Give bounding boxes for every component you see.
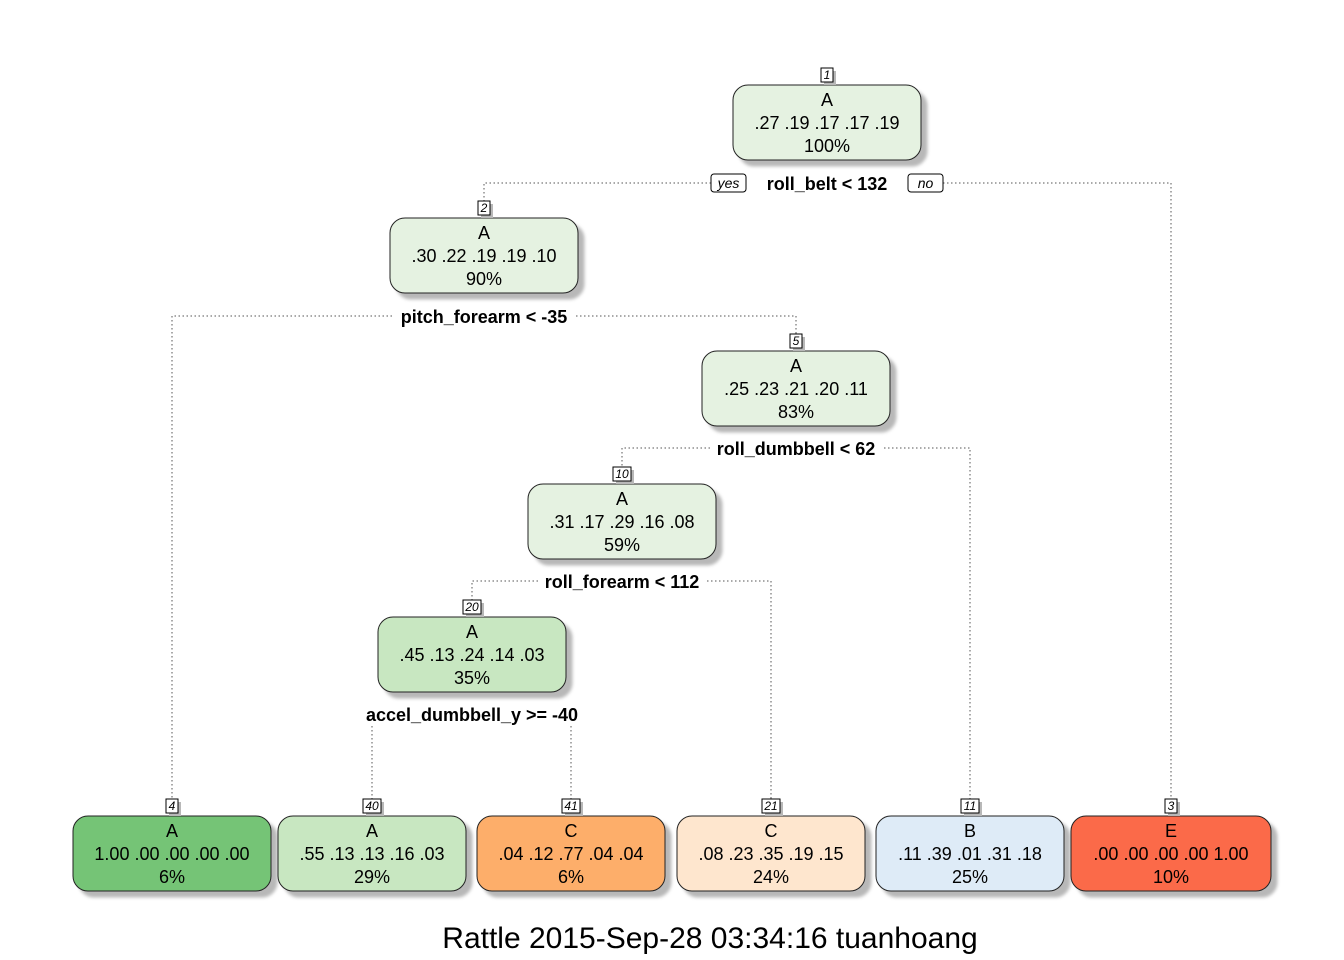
branch-yes-marker: yes [710, 173, 747, 193]
node-id-label: 10 [615, 467, 629, 481]
node-percent: 90% [466, 269, 502, 289]
node-id-tag: 20 [462, 599, 484, 617]
node-class-label: A [166, 821, 178, 841]
tree-node-2: 2A .30 .22 .19 .19 .10 90% [389, 200, 579, 294]
node-percent: 59% [604, 535, 640, 555]
tree-node-11: 11B .11 .39 .01 .31 .18 25% [875, 798, 1065, 892]
node-probabilities: .31 .17 .29 .16 .08 [549, 512, 694, 532]
node-class-label: A [366, 821, 378, 841]
node-probabilities: .11 .39 .01 .31 .18 [898, 844, 1042, 864]
tree-node-1: 1A .27 .19 .17 .17 .19 100% [732, 67, 922, 161]
edge-10-to-21 [707, 580, 772, 801]
node-id-tag: 3 [1164, 798, 1180, 816]
branch-yes-label: yes [717, 175, 740, 191]
tree-node-3: 3E .00 .00 .00 .00 1.00 10% [1070, 798, 1272, 892]
node-class-label: A [790, 356, 802, 376]
node-id-label: 2 [480, 201, 488, 215]
node-percent: 35% [454, 668, 490, 688]
node-class-label: A [466, 622, 478, 642]
node-percent: 83% [778, 402, 814, 422]
node-id-label: 5 [793, 334, 800, 348]
tree-edges [171, 182, 1172, 801]
split-label-node-10: roll_forearm < 112 [545, 572, 700, 592]
node-class-label: C [565, 821, 578, 841]
node-percent: 100% [804, 136, 850, 156]
node-percent: 6% [159, 867, 185, 887]
edge-2-to-5 [576, 315, 797, 335]
split-label-node-5: roll_dumbbell < 62 [717, 439, 876, 459]
tree-node-40: 40A .55 .13 .13 .16 .03 29% [277, 798, 467, 892]
node-id-label: 20 [464, 600, 479, 614]
node-probabilities: .45 .13 .24 .14 .03 [399, 645, 544, 665]
branch-no-label: no [918, 175, 934, 191]
split-label-node-20: accel_dumbbell_y >= -40 [366, 705, 578, 725]
node-class-label: A [821, 90, 833, 110]
edge-1-to-2 [483, 182, 711, 202]
caption: Rattle 2015-Sep-28 03:34:16 tuanhoang [442, 922, 977, 955]
node-probabilities: .30 .22 .19 .19 .10 [411, 246, 556, 266]
split-labels: roll_belt < 132 pitch_forearm < -35 roll… [366, 174, 887, 725]
node-id-tag: 41 [561, 798, 583, 816]
tree-node-21: 21C .08 .23 .35 .19 .15 24% [676, 798, 866, 892]
tree-node-20: 20A .45 .13 .24 .14 .03 35% [377, 599, 567, 693]
node-id-label: 4 [169, 799, 176, 813]
node-class-label: E [1165, 821, 1177, 841]
node-id-label: 3 [1168, 799, 1175, 813]
node-percent: 24% [753, 867, 789, 887]
node-id-tag: 5 [789, 333, 805, 351]
node-probabilities: .55 .13 .13 .16 .03 [299, 844, 444, 864]
node-id-tag: 11 [960, 798, 982, 816]
node-id-tag: 4 [165, 798, 181, 816]
tree-node-4: 4A 1.00 .00 .00 .00 .00 6% [72, 798, 272, 892]
node-id-label: 41 [564, 799, 577, 813]
edge-5-to-11 [884, 447, 971, 801]
branch-no-marker: no [907, 173, 944, 193]
node-probabilities: .25 .23 .21 .20 .11 [724, 379, 868, 399]
node-id-tag: 10 [612, 466, 634, 484]
tree-node-10: 10A .31 .17 .29 .16 .08 59% [527, 466, 717, 560]
edge-5-to-10 [621, 447, 710, 468]
edge-1-to-3 [943, 182, 1172, 801]
tree-node-41: 41C .04 .12 .77 .04 .04 6% [476, 798, 666, 892]
node-id-label: 1 [824, 68, 831, 82]
edge-10-to-20 [471, 580, 538, 601]
node-percent: 10% [1153, 867, 1189, 887]
node-id-label: 21 [763, 799, 777, 813]
node-percent: 6% [558, 867, 584, 887]
node-percent: 25% [952, 867, 988, 887]
node-class-label: A [616, 489, 628, 509]
node-id-tag: 21 [761, 798, 783, 816]
node-probabilities: .27 .19 .17 .17 .19 [754, 113, 899, 133]
node-probabilities: .00 .00 .00 .00 1.00 [1093, 844, 1248, 864]
node-id-label: 11 [964, 799, 976, 813]
node-probabilities: .08 .23 .35 .19 .15 [698, 844, 843, 864]
tree-node-5: 5A .25 .23 .21 .20 .11 83% [701, 333, 891, 427]
node-class-label: B [964, 821, 976, 841]
split-label-node-2: pitch_forearm < -35 [401, 307, 568, 327]
node-probabilities: .04 .12 .77 .04 .04 [498, 844, 643, 864]
node-class-label: A [478, 223, 490, 243]
node-id-tag: 40 [362, 798, 384, 816]
node-class-label: C [765, 821, 778, 841]
node-id-label: 40 [365, 799, 379, 813]
node-id-tag: 2 [477, 200, 493, 218]
node-percent: 29% [354, 867, 390, 887]
node-probabilities: 1.00 .00 .00 .00 .00 [94, 844, 249, 864]
split-label-node-1: roll_belt < 132 [767, 174, 888, 194]
node-id-tag: 1 [820, 67, 836, 85]
edge-2-to-4 [171, 315, 392, 801]
